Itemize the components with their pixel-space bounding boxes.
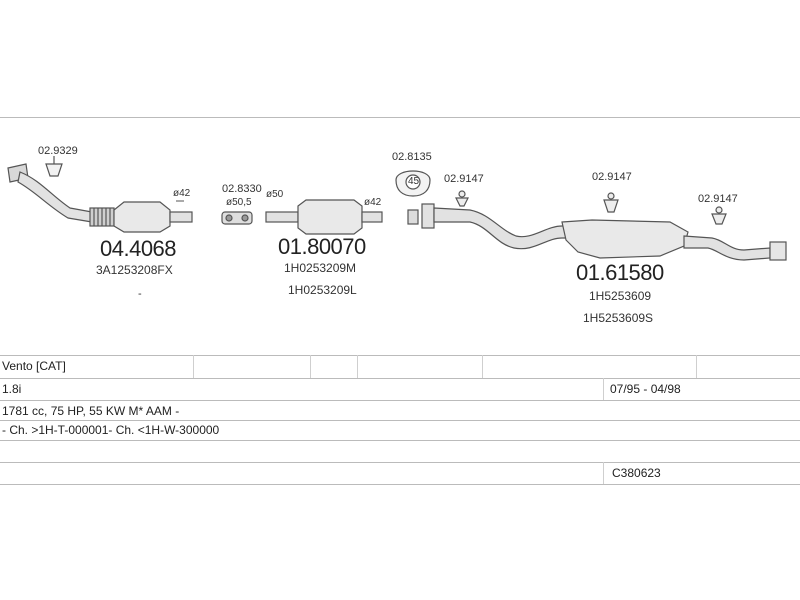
table-line [0,440,800,441]
years-cell: 07/95 - 04/98 [610,382,681,396]
column-divider [696,355,697,378]
diameter-label: ø42 [173,188,191,199]
hanger-part-label: 02.9147 [592,171,632,183]
oem-number: 1H0253209L [288,283,357,297]
diameter-label: ø42 [364,197,382,208]
oem-number: 1H5253609 [589,289,652,303]
part-number-04.4068: 04.4068 [100,236,177,261]
hanger-drawings [455,190,727,225]
part-number-01.61580: 01.61580 [576,260,664,285]
front-pipe-drawing [7,163,193,233]
column-divider [482,355,483,378]
column-divider [310,355,311,378]
ring-part-label: 02.8135 [392,151,432,163]
oem-number: 1H5253609S [583,311,654,325]
chassis-cell: - Ch. >1H-T-000001- Ch. <1H-W-300000 [2,423,220,437]
hanger-part-label: 02.9147 [698,193,738,205]
application-code-cell: C380623 [612,466,661,480]
part-number-01.80070: 01.80070 [278,234,366,259]
middle-silencer-drawing [221,199,383,235]
engine-cell: 1.8i [2,382,22,396]
diameter-label: ø50 [266,189,284,200]
column-divider [357,355,358,378]
dash-mark: - [138,288,142,300]
exhaust-drawing [7,156,787,261]
clamp-02.9329-drawing [45,156,63,177]
table-line [0,378,800,379]
table-line [0,400,800,401]
hanger-part-label: 02.9147 [444,173,484,185]
table-line [0,484,800,485]
column-divider [603,378,604,400]
oem-number: 1H0253209M [284,261,357,275]
diameter-label: ø50,5 [226,197,252,208]
table-line [0,420,800,421]
model-cell: Vento [CAT] [2,359,66,373]
rear-silencer-drawing [395,170,787,261]
oem-number: 3A1253208FX [96,263,173,277]
clamp-part-label: 02.8330 [222,183,262,195]
spec-cell: 1781 cc, 75 HP, 55 KW M* AAM - [2,404,180,418]
column-divider [193,355,194,378]
clamp-part-label: 02.9329 [38,145,78,157]
table-line [0,355,800,356]
table-line [0,462,800,463]
column-divider [603,462,604,484]
frame-top-line [0,117,800,118]
ring-size-label: 45 [408,176,420,187]
